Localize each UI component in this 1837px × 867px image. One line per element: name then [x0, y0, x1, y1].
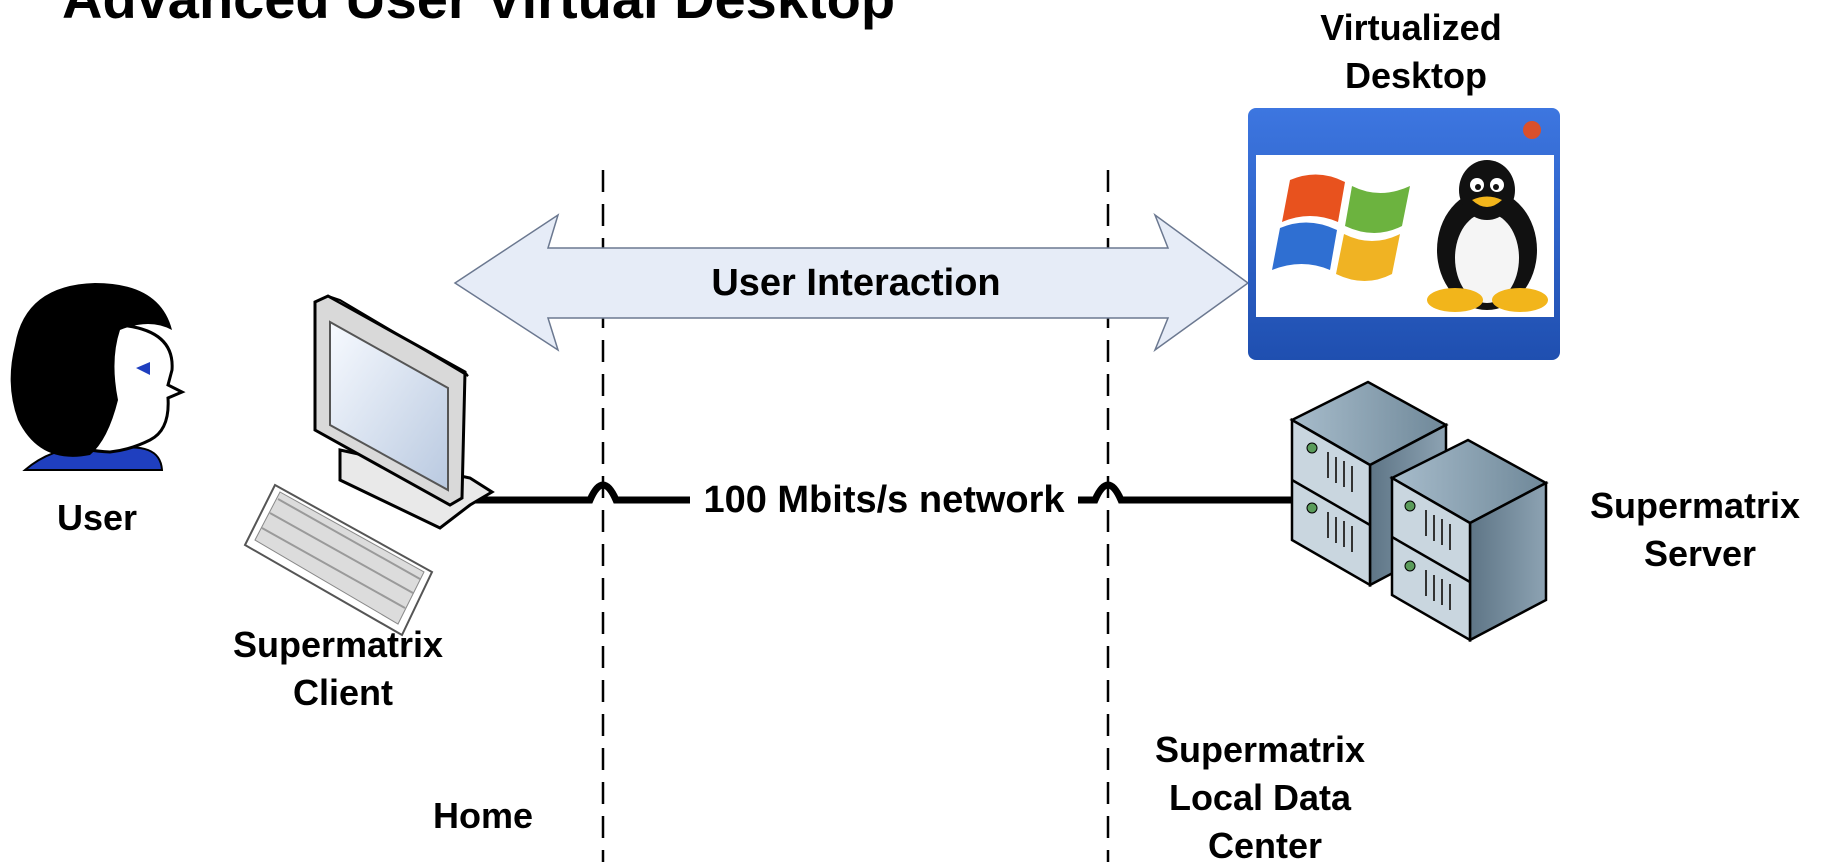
home-label: Home [433, 795, 533, 836]
datacenter-label: Supermatrix Local Data Center [1155, 729, 1375, 862]
network-label: 100 Mbits/s network [703, 479, 1065, 521]
desktop-label: Virtualized Desktop [1320, 7, 1511, 96]
client-label: Supermatrix Client [233, 624, 453, 713]
windows-logo-icon [1272, 174, 1410, 281]
user-icon [10, 283, 186, 471]
virtual-desktop-window [1248, 108, 1560, 360]
keyboard-icon [243, 483, 434, 637]
server-label: Supermatrix Server [1590, 485, 1810, 574]
linux-penguin-icon [1427, 160, 1548, 312]
server-rack-icon [1289, 380, 1549, 643]
user-label: User [57, 497, 137, 538]
diagram-title: Advanced User Virtual Desktop [62, 0, 895, 30]
network-link [470, 481, 1300, 504]
monitor-icon [313, 294, 495, 530]
arrow-label: User Interaction [711, 262, 1000, 304]
